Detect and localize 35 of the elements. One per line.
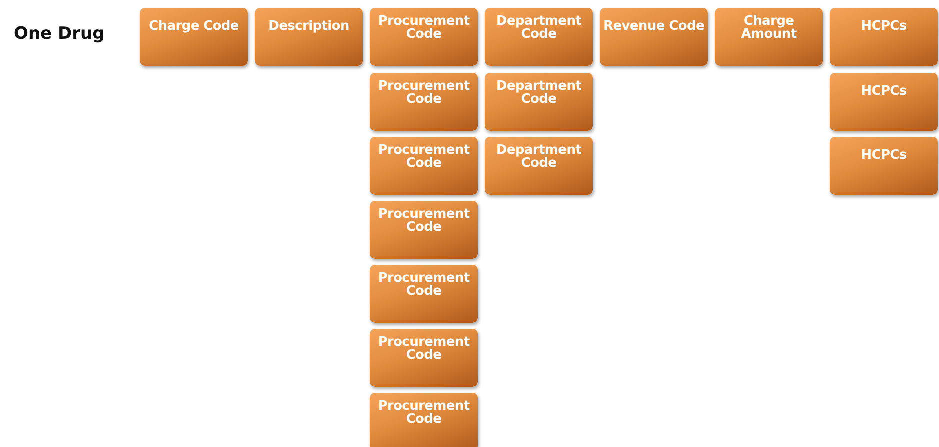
field-name: Charge Amount	[740, 15, 798, 41]
field-box	[485, 137, 593, 195]
field-box	[140, 8, 248, 66]
field-name: Procurement Code	[377, 80, 471, 106]
field-box	[370, 329, 478, 387]
field-box	[370, 8, 478, 66]
field-box	[485, 8, 593, 66]
field-name: Procurement Code	[377, 208, 471, 234]
field-box	[715, 8, 823, 66]
field-box	[600, 8, 708, 66]
field-box	[830, 8, 938, 66]
field-box	[370, 393, 478, 447]
field-name: Department Code	[495, 80, 583, 106]
field-name: Procurement Code	[377, 15, 471, 41]
field-name: Procurement Code	[377, 400, 471, 426]
field-name: Description	[268, 20, 350, 33]
field-name: Department Code	[495, 144, 583, 170]
field-box	[830, 73, 938, 131]
field-name: Department Code	[495, 15, 583, 41]
field-name: HCPCs	[861, 85, 907, 98]
field-box	[830, 137, 938, 195]
field-name: Procurement Code	[377, 336, 471, 362]
field-name: HCPCs	[861, 149, 907, 162]
field-box	[370, 73, 478, 131]
field-name: Revenue Code	[604, 20, 704, 33]
field-name: Procurement Code	[377, 272, 471, 298]
field-name: HCPCs	[861, 20, 907, 33]
field-box	[370, 201, 478, 259]
row-heading: One Drug	[14, 24, 105, 44]
field-box	[370, 137, 478, 195]
field-name: Procurement Code	[377, 144, 471, 170]
field-name: Charge Code	[149, 20, 239, 33]
field-box	[255, 8, 363, 66]
field-box	[370, 265, 478, 323]
field-box	[485, 73, 593, 131]
